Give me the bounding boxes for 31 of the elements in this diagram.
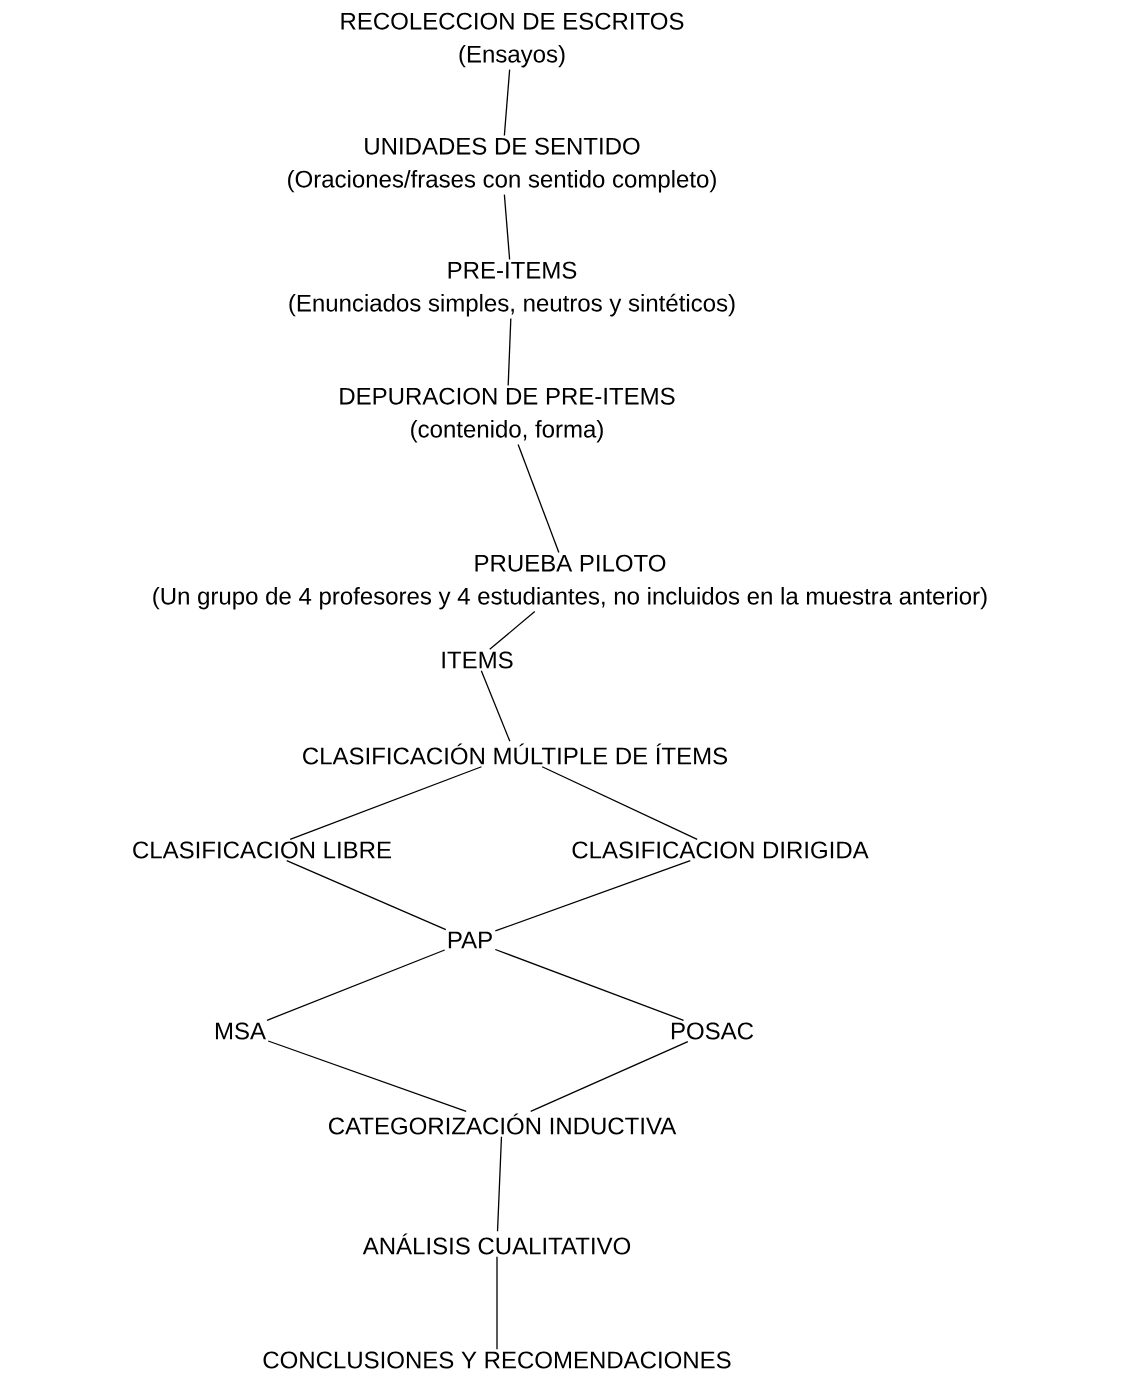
step-text: CATEGORIZACIÓN INDUCTIVA [329, 1113, 677, 1135]
step-text: PAP [448, 931, 492, 949]
connector-line [480, 670, 511, 742]
connector-line [496, 1256, 498, 1350]
connector-line [266, 949, 446, 1021]
step-text: CONCLUSIONES Y RECOMENDACIONES [263, 1351, 731, 1369]
connector-line [289, 766, 483, 840]
connector-line [494, 948, 685, 1021]
step-text: ANÁLISIS CUALITATIVO [362, 1233, 631, 1255]
step-text: PRUEBA PILOTO (Un grupo de 4 profesores y 4 estudiantes, no incluidos en la muestra anterior) [153, 554, 987, 610]
connector-line [286, 860, 447, 931]
step-text: RECOLECCION DE ESCRITOS (Ensayos) [341, 12, 684, 68]
connector-line [267, 1040, 467, 1112]
step-text: UNIDADES DE SENTIDO (Oraciones/frases con sentido completo) [288, 137, 716, 193]
step-text: MSA [215, 1022, 266, 1040]
step-text: DEPURACION DE PRE-ITEMS (contenido, forma) [340, 387, 675, 443]
connector-line [530, 1041, 689, 1112]
connector-line [541, 766, 698, 840]
connector-line [503, 193, 511, 261]
connector-line [496, 1136, 503, 1232]
step-text: ITEMS [442, 651, 513, 669]
connector-line [507, 317, 512, 387]
connector-line [517, 443, 560, 554]
step-text: POSAC [671, 1022, 754, 1040]
step-text: CLASIFICACION LIBRE [133, 841, 391, 859]
connector-line [489, 610, 536, 650]
step-text: PRE-ITEMS (Enunciados simples, neutros y sintéticos) [289, 261, 735, 317]
step-text: CLASIFICACIÓN MÚLTIPLE DE ÍTEMS [303, 743, 728, 765]
connector-line [494, 860, 691, 932]
step-text: CLASIFICACION DIRIGIDA [572, 841, 869, 859]
connector-line [503, 68, 511, 137]
